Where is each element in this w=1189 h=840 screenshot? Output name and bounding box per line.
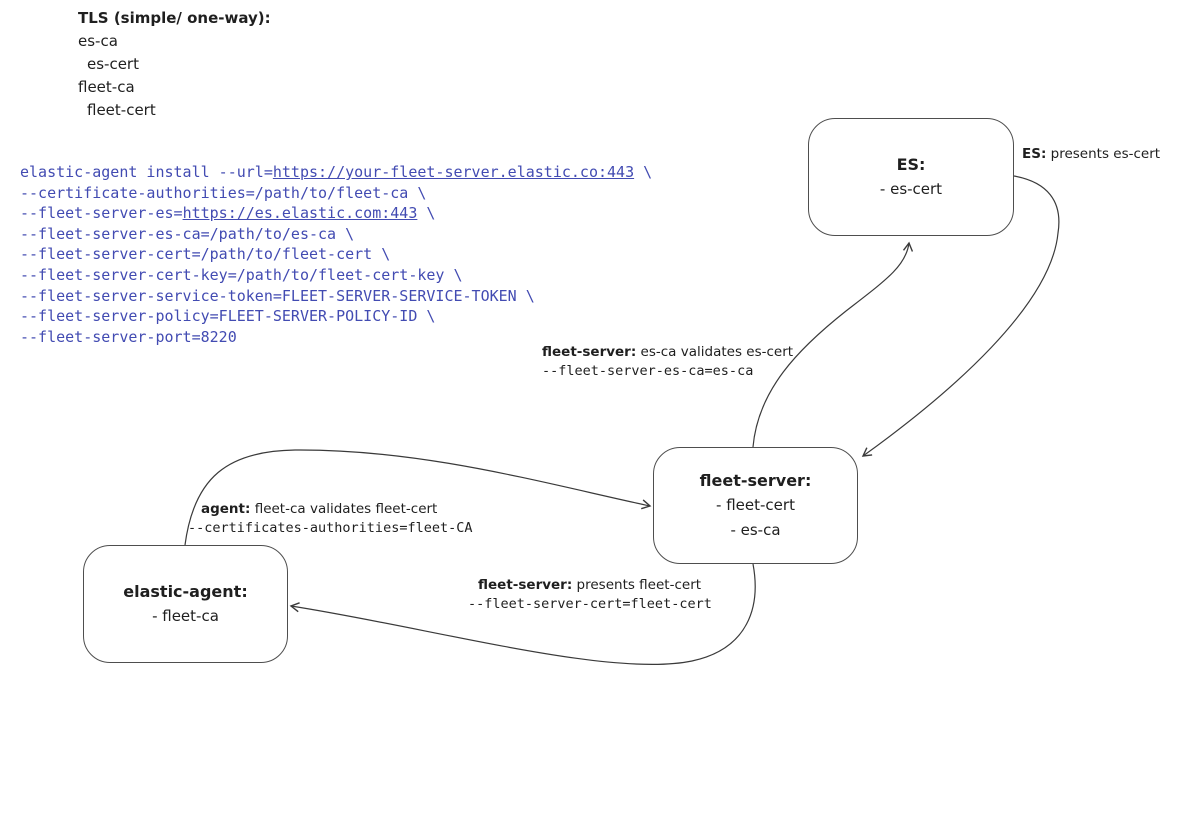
tls-legend-title: TLS (simple/ one-way):	[78, 9, 271, 27]
label-agent-validates: agent: fleet-ca validates fleet-cert --c…	[188, 501, 472, 537]
command-line: elastic-agent install --url=https://your…	[20, 162, 652, 183]
tls-item-fleet-cert: fleet-cert	[87, 101, 156, 119]
label-text: presents es-cert	[1046, 146, 1161, 162]
node-es: ES: - es-cert	[808, 118, 1014, 236]
label-text: presents fleet-cert	[572, 577, 702, 593]
command-url-link[interactable]: https://your-fleet-server.elastic.co:443	[272, 163, 635, 181]
label-bold: fleet-server:	[478, 577, 573, 593]
command-text: --fleet-server-policy=FLEET-SERVER-POLIC…	[20, 307, 436, 326]
node-es-line: - es-cert	[879, 180, 943, 198]
label-text: es-ca validates es-cert	[636, 344, 794, 360]
node-fleet-server-line: - es-ca	[730, 521, 781, 539]
label-bold: agent:	[201, 501, 251, 517]
label-bold: ES:	[1022, 146, 1047, 162]
command-text: --fleet-server-es=	[20, 204, 183, 223]
command-text: --fleet-server-port=8220	[20, 327, 237, 346]
label-code: --fleet-server-cert=fleet-cert	[468, 596, 712, 612]
node-elastic-agent-title: elastic-agent:	[123, 582, 248, 601]
command-text: --fleet-server-cert=/path/to/fleet-cert …	[20, 245, 391, 264]
command-line: --fleet-server-service-token=FLEET-SERVE…	[20, 286, 652, 307]
label-es-presents: ES: presents es-cert	[1022, 146, 1160, 163]
command-line: --fleet-server-policy=FLEET-SERVER-POLIC…	[20, 306, 652, 327]
node-fleet-server-title: fleet-server:	[699, 471, 812, 490]
node-fleet-server: fleet-server: - fleet-cert - es-ca	[653, 447, 858, 564]
command-line: --fleet-server-cert=/path/to/fleet-cert …	[20, 244, 652, 265]
label-code: --fleet-server-es-ca=es-ca	[542, 363, 754, 379]
command-text: elastic-agent install --url=	[20, 163, 273, 181]
label-code: --certificates-authorities=fleet-CA	[188, 520, 473, 536]
command-text: --fleet-server-cert-key=/path/to/fleet-c…	[20, 265, 463, 284]
node-elastic-agent: elastic-agent: - fleet-ca	[83, 545, 288, 663]
install-command: elastic-agent install --url=https://your…	[20, 162, 652, 347]
command-text: --fleet-server-es-ca=/path/to/es-ca \	[20, 224, 355, 243]
label-fleet-server-validates: fleet-server: es-ca validates es-cert --…	[542, 344, 793, 380]
label-text: fleet-ca validates fleet-cert	[250, 501, 438, 517]
command-line: --fleet-server-port=8220	[20, 327, 652, 348]
command-line: --fleet-server-es=https://es.elastic.com…	[20, 203, 652, 224]
command-text: \	[417, 204, 436, 223]
tls-item-es-ca: es-ca	[78, 32, 118, 50]
command-text: --certificate-authorities=/path/to/fleet…	[20, 183, 427, 202]
label-fleet-server-presents: fleet-server: presents fleet-cert --flee…	[468, 577, 712, 613]
tls-item-fleet-ca: fleet-ca	[78, 78, 135, 96]
command-line: --fleet-server-cert-key=/path/to/fleet-c…	[20, 265, 652, 286]
tls-legend: TLS (simple/ one-way): es-ca es-cert fle…	[78, 7, 271, 122]
tls-item-es-cert: es-cert	[87, 55, 139, 73]
command-line: --fleet-server-es-ca=/path/to/es-ca \	[20, 224, 652, 245]
node-es-title: ES:	[896, 155, 926, 174]
command-text: --fleet-server-service-token=FLEET-SERVE…	[20, 286, 535, 305]
label-bold: fleet-server:	[542, 344, 637, 360]
command-text: \	[634, 163, 653, 181]
command-url-link[interactable]: https://es.elastic.com:443	[182, 204, 418, 223]
node-elastic-agent-line: - fleet-ca	[152, 607, 219, 625]
command-line: --certificate-authorities=/path/to/fleet…	[20, 183, 652, 204]
node-fleet-server-line: - fleet-cert	[716, 496, 795, 514]
